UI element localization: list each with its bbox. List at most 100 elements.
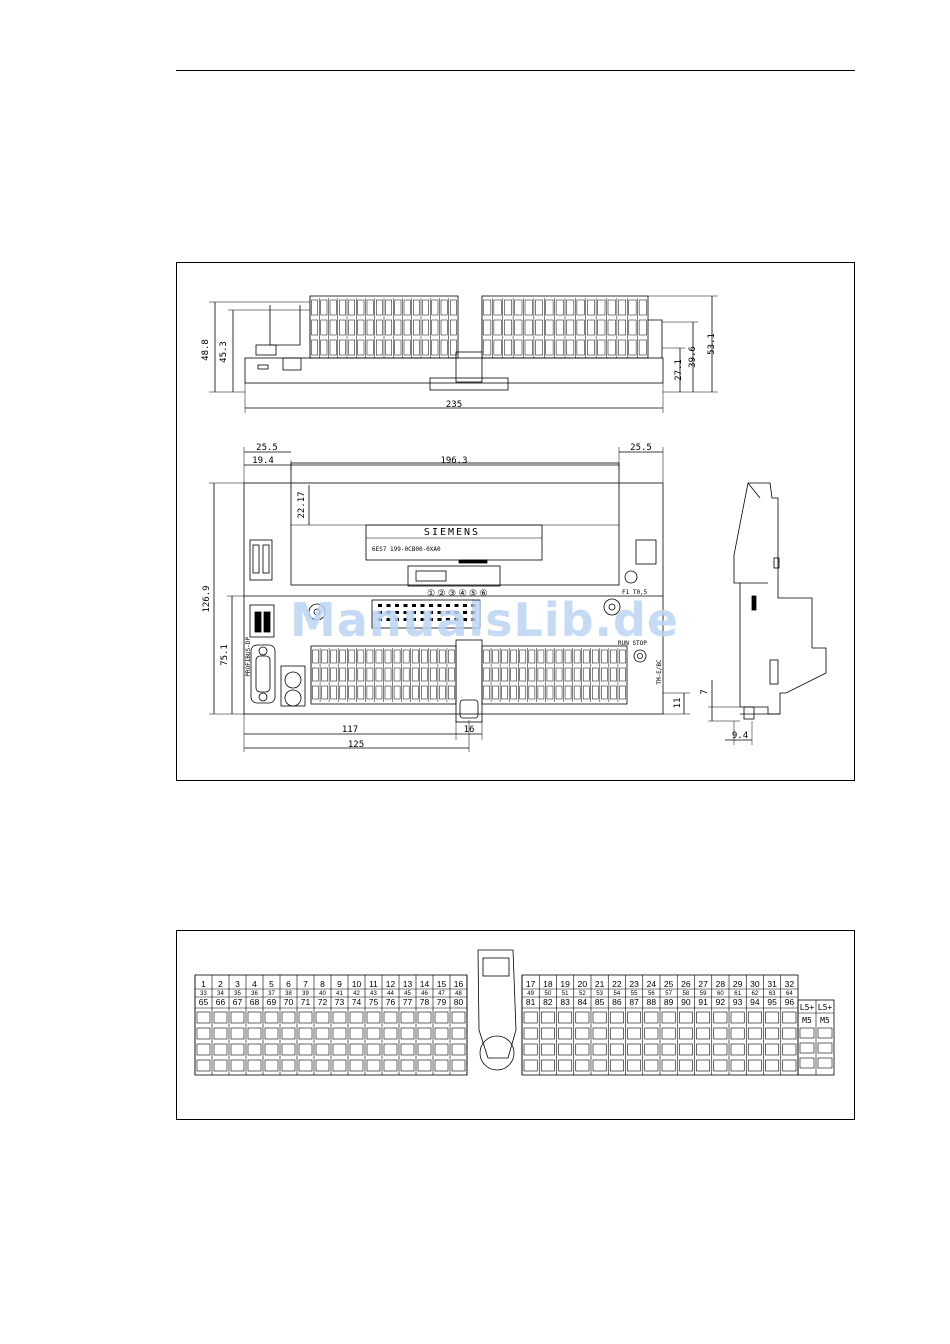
front-view-right-fuse-holder xyxy=(635,539,657,565)
fuse-label: F1 T0,5 xyxy=(622,589,648,596)
terminal-slot xyxy=(451,1059,466,1072)
slot xyxy=(321,667,328,682)
slot xyxy=(638,299,647,316)
slot xyxy=(601,667,608,682)
terminal-slot xyxy=(281,1011,296,1024)
terminal-number-row3: 74 xyxy=(352,997,362,1007)
terminal-slot xyxy=(782,1059,797,1072)
terminal-slot xyxy=(230,1043,245,1056)
slot xyxy=(601,649,608,664)
terminal-slot xyxy=(451,1027,466,1040)
slot xyxy=(376,319,383,336)
slot xyxy=(402,685,410,700)
slot xyxy=(385,299,392,316)
status-led xyxy=(463,611,467,614)
slot xyxy=(555,649,563,664)
terminal-number-row1: 8 xyxy=(320,979,325,989)
terminal-slot xyxy=(298,1043,313,1056)
slot xyxy=(618,299,626,316)
slot xyxy=(545,319,554,336)
terminal-slot xyxy=(400,1043,415,1056)
terminal-slot xyxy=(678,1027,693,1040)
terminal-number-row2: 62 xyxy=(752,991,759,997)
status-led xyxy=(429,604,433,607)
sub-d-screw-top xyxy=(258,646,268,656)
slot xyxy=(393,649,401,664)
slot xyxy=(366,667,374,682)
terminal-slot xyxy=(523,1027,538,1040)
slot xyxy=(501,685,508,700)
slot xyxy=(348,299,355,316)
slot xyxy=(545,339,554,356)
circled-number: ① xyxy=(427,589,435,599)
slot xyxy=(366,299,374,316)
terminal-number-row2: 35 xyxy=(234,991,241,997)
slot xyxy=(439,685,446,700)
terminal-number-row2: 57 xyxy=(665,991,672,997)
terminal-number-row3: 72 xyxy=(318,997,328,1007)
terminal-number-row3: 93 xyxy=(733,997,743,1007)
terminal-number-row2: 39 xyxy=(302,991,309,997)
terminal-slot xyxy=(592,1011,607,1024)
terminal-number-row3: 89 xyxy=(664,997,674,1007)
slot xyxy=(564,649,572,664)
dim-196-3: 196.3 xyxy=(440,456,467,466)
terminal-slot xyxy=(434,1027,449,1040)
terminal-slot xyxy=(332,1027,347,1040)
center-latch xyxy=(477,949,517,1059)
terminal-slot xyxy=(713,1027,728,1040)
slot xyxy=(402,649,410,664)
terminal-number-row1: 13 xyxy=(403,979,413,989)
slot xyxy=(403,299,411,316)
terminal-slot xyxy=(678,1059,693,1072)
slot xyxy=(375,685,383,700)
slot xyxy=(607,299,616,316)
slot xyxy=(504,339,512,356)
terminal-slot xyxy=(349,1059,364,1072)
terminal-slot xyxy=(747,1027,762,1040)
terminal-number-row1: 29 xyxy=(733,979,743,989)
slot xyxy=(510,685,517,700)
terminal-slot xyxy=(417,1043,432,1056)
slot xyxy=(448,685,455,700)
status-led xyxy=(412,618,416,621)
status-led xyxy=(429,611,433,614)
supply-label-m5: M5 xyxy=(820,1016,830,1025)
slot xyxy=(638,319,647,336)
slot xyxy=(348,667,356,682)
terminal-slot xyxy=(281,1043,296,1056)
terminal-number-row3: 70 xyxy=(284,997,294,1007)
terminal-number-row3: 71 xyxy=(301,997,311,1007)
dim-16: 16 xyxy=(464,725,475,735)
slot xyxy=(582,667,590,682)
slot xyxy=(555,685,563,700)
slot xyxy=(576,339,585,356)
terminal-slot xyxy=(609,1027,624,1040)
slot xyxy=(320,339,328,356)
supply-slot xyxy=(799,1027,815,1039)
terminal-slot xyxy=(696,1027,711,1040)
top-view-switch xyxy=(282,357,302,371)
slot xyxy=(384,685,392,700)
terminal-slot xyxy=(247,1027,262,1040)
slot xyxy=(394,299,402,316)
slot xyxy=(566,299,575,316)
dim-117: 117 xyxy=(342,725,358,735)
terminal-slot xyxy=(247,1059,262,1072)
status-led xyxy=(395,604,399,607)
terminal-slot xyxy=(332,1043,347,1056)
terminal-number-row3: 78 xyxy=(420,997,430,1007)
dim-25-5-left: 25.5 xyxy=(256,443,278,453)
terminal-slot xyxy=(696,1043,711,1056)
terminal-slot xyxy=(281,1059,296,1072)
terminal-slot xyxy=(264,1043,279,1056)
supply-slot xyxy=(817,1057,833,1069)
slot xyxy=(638,339,647,356)
terminal-number-row1: 30 xyxy=(750,979,760,989)
slot xyxy=(592,667,599,682)
address-knob-lower xyxy=(284,689,302,707)
terminal-number-row2: 50 xyxy=(545,991,552,997)
terminal-number-row3: 90 xyxy=(681,997,691,1007)
terminal-slot xyxy=(264,1059,279,1072)
slot xyxy=(501,649,508,664)
